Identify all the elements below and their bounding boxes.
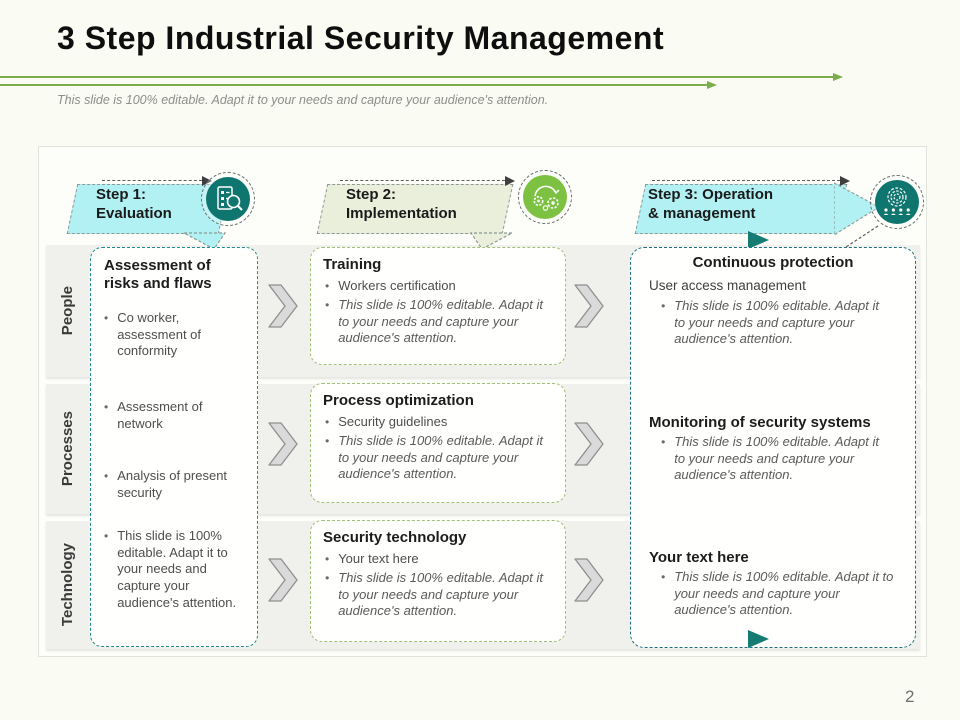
row-label-processes-text: Processes (58, 411, 76, 487)
step2-dashed-arrow-icon (340, 175, 515, 186)
row-label-technology: Technology (46, 521, 88, 649)
fingerprint-users-icon (875, 180, 919, 224)
evaluation-bullet-1-text: Co worker, assessment of conformity (117, 310, 202, 359)
continuous-protection-bullet-text: This slide is 100% editable. Adapt it to… (674, 298, 879, 347)
evaluation-box-title: Assessment of risks and flaws (104, 257, 212, 293)
step1-label: Step 1: Evaluation (96, 186, 172, 224)
evaluation-bullet-2: • Assessment of network (104, 399, 244, 432)
security-technology-bullet-1-text: Your text here (338, 551, 419, 566)
your-text-here-bullet: • This slide is 100% editable. Adapt it … (661, 569, 901, 619)
process-optimization-bullet-1-text: Security guidelines (338, 414, 448, 429)
process-optimization-box: Process optimization • Security guidelin… (310, 383, 566, 503)
training-bullet-1: • Workers certification (325, 278, 553, 295)
evaluation-bullet-3-text: Analysis of present security (117, 468, 228, 500)
bullet-dot-icon: • (325, 415, 330, 429)
chevron-right-icon (574, 422, 604, 466)
step2-icon-ring (518, 170, 572, 224)
security-technology-box-title: Security technology (323, 529, 467, 546)
step2-label-line1: Step 2: (346, 186, 397, 203)
training-bullet-1-text: Workers certification (338, 278, 456, 293)
operation-top-pointer-icon (748, 231, 769, 249)
step3-label-line2: & management (648, 204, 756, 222)
monitoring-bullet: • This slide is 100% editable. Adapt it … (661, 434, 893, 484)
title-underline-bottom (0, 84, 707, 86)
title-underline-bottom-arrow-icon (707, 81, 717, 89)
evaluation-bullet-4-text: This slide is 100% editable. Adapt it to… (117, 528, 237, 610)
row-label-people-text: People (58, 286, 76, 336)
chevron-right-icon (574, 558, 604, 602)
step1-label-line2: Evaluation (96, 204, 172, 222)
security-technology-box: Security technology • Your text here • T… (310, 520, 566, 642)
operation-bottom-pointer-icon (748, 630, 769, 648)
chevron-right-icon (268, 558, 298, 602)
chevron-right-icon (268, 422, 298, 466)
bullet-dot-icon: • (325, 552, 330, 566)
bullet-dot-icon: • (104, 311, 109, 325)
bullet-dot-icon: • (104, 469, 109, 483)
step1-callout-tail (183, 232, 227, 250)
bullet-dot-icon: • (325, 279, 330, 293)
step3-dashed-arrow-icon (652, 175, 850, 186)
evaluation-bullet-3: • Analysis of present security (104, 468, 244, 501)
monitoring-title: Monitoring of security systems (649, 414, 871, 431)
bullet-dot-icon: • (325, 298, 330, 312)
title-underline-top-arrow-icon (833, 73, 843, 81)
security-technology-bullet-2: • This slide is 100% editable. Adapt it … (325, 570, 553, 620)
row-label-processes: Processes (46, 384, 88, 514)
row-label-people: People (46, 245, 88, 377)
bullet-dot-icon: • (661, 570, 666, 584)
evaluation-bullet-1: • Co worker, assessment of conformity (104, 310, 244, 360)
page-number: 2 (905, 687, 915, 706)
process-optimization-box-title: Process optimization (323, 392, 474, 409)
slide-subtitle: This slide is 100% editable. Adapt it to… (57, 93, 549, 107)
evaluation-bullet-4: • This slide is 100% editable. Adapt it … (104, 528, 249, 611)
step1-dashed-arrow-icon (102, 175, 212, 186)
chevron-right-icon (574, 284, 604, 328)
evaluation-bullet-2-text: Assessment of network (117, 399, 203, 431)
bullet-dot-icon: • (661, 299, 666, 313)
step3-label-line1: Step 3: Operation (648, 186, 774, 203)
step1-icon-ring (201, 172, 255, 226)
bullet-dot-icon: • (104, 529, 109, 543)
step2-label: Step 2: Implementation (346, 186, 457, 224)
step2-callout-tail (469, 232, 513, 250)
continuous-protection-title: Continuous protection (692, 254, 854, 271)
your-text-here-title: Your text here (649, 549, 749, 566)
security-technology-bullet-1: • Your text here (325, 551, 553, 568)
bullet-dot-icon: • (661, 435, 666, 449)
security-technology-bullet-2-text: This slide is 100% editable. Adapt it to… (338, 570, 543, 619)
process-optimization-bullet-2: • This slide is 100% editable. Adapt it … (325, 433, 553, 483)
training-bullet-2-text: This slide is 100% editable. Adapt it to… (338, 297, 543, 346)
step3-callout-tail (842, 225, 879, 250)
monitoring-bullet-text: This slide is 100% editable. Adapt it to… (674, 434, 879, 483)
your-text-here-bullet-text: This slide is 100% editable. Adapt it to… (674, 569, 894, 618)
bullet-dot-icon: • (325, 434, 330, 448)
process-optimization-bullet-2-text: This slide is 100% editable. Adapt it to… (338, 433, 543, 482)
operation-box: Continuous protection User access manage… (630, 247, 916, 648)
row-label-technology-text: Technology (58, 543, 76, 627)
bullet-dot-icon: • (104, 400, 109, 414)
page-title: 3 Step Industrial Security Management (57, 20, 665, 56)
title-underline-top (0, 76, 833, 78)
training-bullet-2: • This slide is 100% editable. Adapt it … (325, 297, 553, 347)
training-box: Training • Workers certification • This … (310, 247, 566, 365)
gears-process-icon (523, 175, 567, 219)
continuous-protection-bullet: • This slide is 100% editable. Adapt it … (661, 298, 893, 348)
training-box-title: Training (323, 256, 382, 273)
step3-label: Step 3: Operation & management (648, 186, 773, 224)
step2-label-line2: Implementation (346, 204, 457, 222)
chevron-right-icon (268, 284, 298, 328)
audit-checklist-magnifier-icon (206, 177, 250, 221)
evaluation-box: Assessment of risks and flaws • Co worke… (90, 247, 258, 647)
process-optimization-bullet-1: • Security guidelines (325, 414, 553, 431)
bullet-dot-icon: • (325, 571, 330, 585)
step3-icon-ring (870, 175, 924, 229)
step3-banner-arrowhead (834, 182, 881, 236)
step1-label-line1: Step 1: (96, 186, 147, 203)
continuous-protection-subtitle: User access management (649, 278, 806, 293)
